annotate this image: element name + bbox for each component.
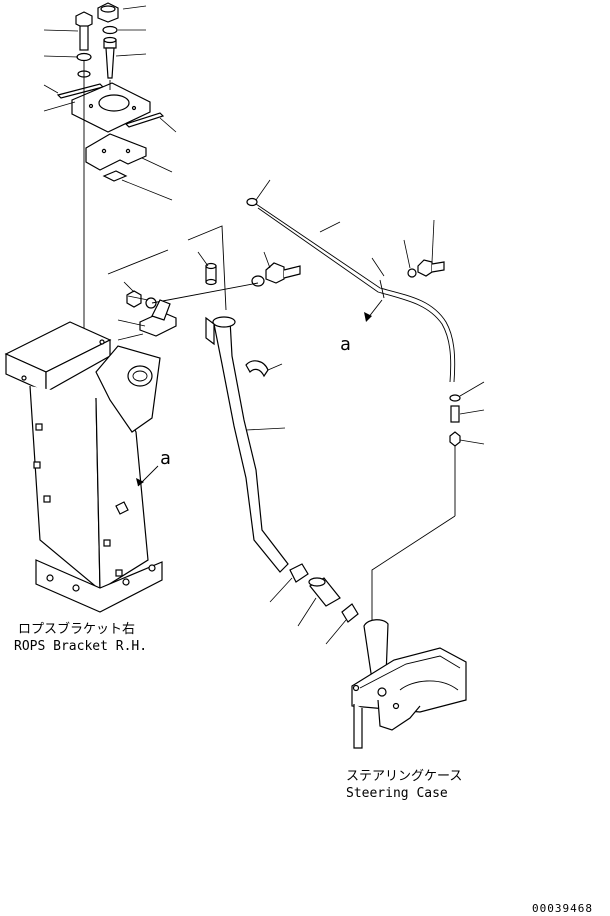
reference-label-right: a	[340, 334, 351, 355]
steering-case	[351, 619, 467, 749]
drawing-number: 00039468	[532, 902, 593, 915]
rops-bracket-label-jp: ロプスブラケット右	[18, 621, 135, 637]
hose-clamp-upper	[289, 563, 309, 583]
filler-neck-small	[103, 36, 117, 79]
hex-nut-mid	[126, 290, 142, 308]
bracket-plate	[85, 133, 147, 171]
reference-label-left: a	[160, 448, 171, 469]
steering-case-label-jp: ステアリングケース	[346, 769, 462, 784]
rubber-hose	[308, 577, 341, 607]
reference-arrow-left	[136, 465, 159, 487]
steering-case-label-en: Steering Case	[346, 786, 448, 801]
small-bracket	[139, 299, 177, 337]
hex-bolt-right	[417, 259, 445, 277]
level-gauge-rod	[246, 197, 456, 383]
mounting-plate-upper	[71, 82, 151, 133]
u-clamp	[245, 360, 269, 378]
rubber-pad	[102, 170, 128, 182]
rops-bracket-rh	[4, 321, 163, 613]
washer-mid	[145, 297, 157, 309]
steering-oil-pipe	[205, 316, 289, 573]
cap-nut-top	[97, 2, 119, 23]
o-ring	[102, 25, 118, 35]
reference-arrow-right	[364, 299, 383, 322]
hex-bolt-top	[75, 11, 93, 51]
shim-lower	[124, 112, 165, 128]
gauge-sleeve	[450, 405, 460, 423]
hex-bolt-mid	[265, 262, 301, 284]
hose-clamp-lower	[341, 603, 359, 623]
washer-right	[407, 268, 417, 278]
rops-bracket-label-en: ROPS Bracket R.H.	[14, 639, 147, 654]
washer-bolt	[251, 275, 265, 287]
gauge-nut	[449, 431, 461, 447]
nut-spacer	[205, 262, 217, 286]
washer-top-left	[76, 52, 92, 62]
gauge-washer	[449, 394, 461, 402]
